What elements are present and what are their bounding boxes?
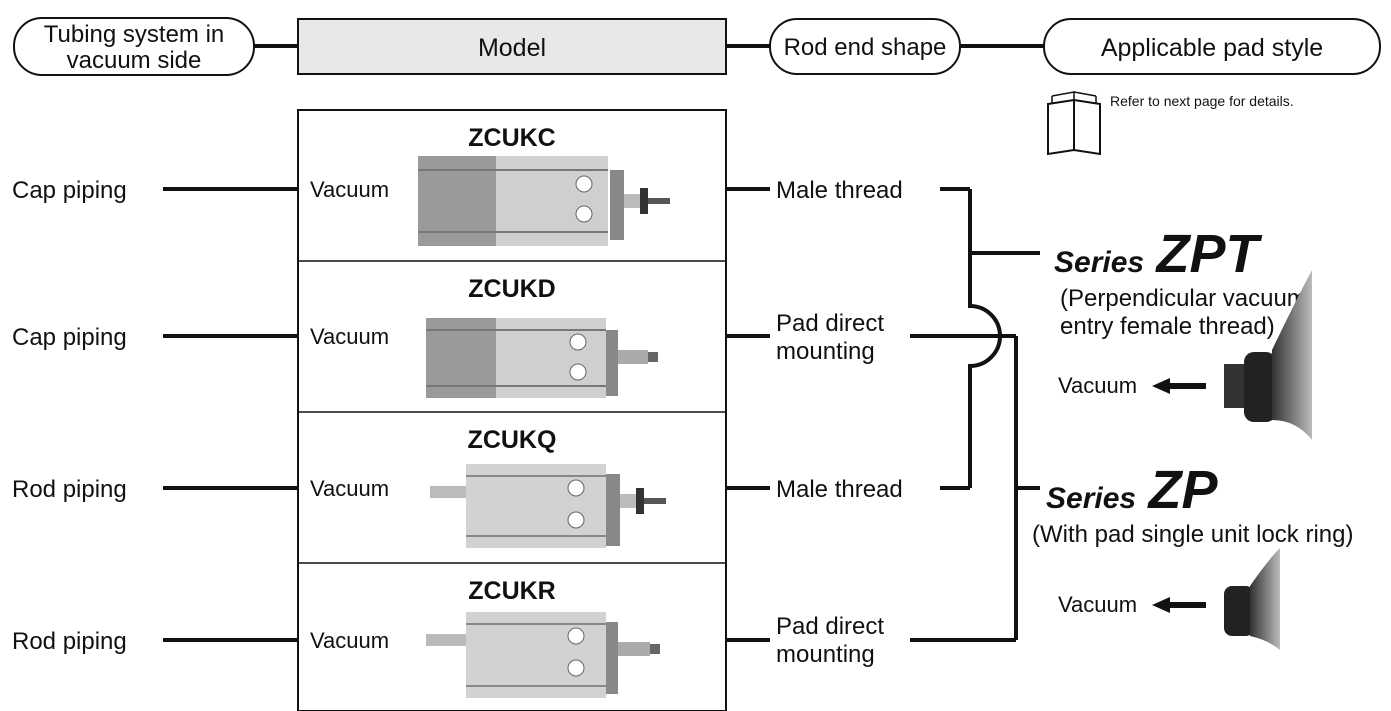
piping-label: Rod piping — [12, 476, 127, 503]
piping-label: Cap piping — [12, 324, 127, 351]
vacuum-pad-icon — [1224, 270, 1312, 440]
series-zp-title: Series ZP — [1046, 460, 1219, 520]
series-code: ZP — [1147, 460, 1219, 520]
series-zpt-desc-line1: (Perpendicular vacuum — [1060, 285, 1307, 312]
header-tubing-line2: vacuum side — [67, 47, 202, 74]
piping-label: Rod piping — [12, 628, 127, 655]
vacuum-label: Vacuum — [310, 324, 389, 349]
series-zpt-desc-line2: entry female thread) — [1060, 313, 1275, 340]
piping-label: Cap piping — [12, 177, 127, 204]
model-name: ZCUKC — [468, 124, 556, 152]
model-name: ZCUKR — [468, 577, 556, 605]
details-note: Refer to next page for details. — [1110, 93, 1294, 109]
vacuum-label: Vacuum — [310, 628, 389, 653]
vacuum-label: Vacuum — [1058, 373, 1137, 398]
header-tubing-line1: Tubing system in — [44, 21, 225, 48]
rod-end-label: mounting — [776, 641, 875, 668]
series-word: Series — [1046, 482, 1136, 515]
cylinder-icon — [426, 318, 658, 398]
cylinder-icon — [430, 464, 666, 548]
vacuum-pad-icon — [1224, 548, 1280, 650]
vacuum-label: Vacuum — [310, 476, 389, 501]
header-model-box — [297, 18, 727, 75]
vacuum-label: Vacuum — [1058, 592, 1137, 617]
model-name: ZCUKD — [468, 275, 556, 303]
model-name: ZCUKQ — [468, 426, 557, 454]
cylinder-icon — [418, 156, 670, 246]
series-zpt-title: Series ZPT — [1054, 224, 1263, 284]
arrow-left-icon — [1152, 378, 1206, 394]
header-pad-style: Applicable pad style — [1101, 34, 1323, 62]
rod-end-label: Pad direct — [776, 613, 884, 640]
header-model: Model — [478, 34, 546, 62]
vacuum-label: Vacuum — [310, 177, 389, 202]
rod-end-label: Male thread — [776, 476, 903, 503]
series-code: ZPT — [1155, 224, 1263, 284]
book-icon — [1047, 91, 1101, 156]
cylinder-icon — [426, 612, 660, 698]
series-word: Series — [1054, 246, 1144, 279]
rod-end-label: Male thread — [776, 177, 903, 204]
arrow-left-icon — [1152, 597, 1206, 613]
male-thread-bus — [968, 189, 1002, 488]
rod-end-label: Pad direct — [776, 310, 884, 337]
rod-end-label: mounting — [776, 338, 875, 365]
series-zp-desc-line1: (With pad single unit lock ring) — [1032, 521, 1353, 548]
header-rod-end: Rod end shape — [784, 34, 947, 61]
header-pad-style-pill — [1043, 18, 1381, 75]
